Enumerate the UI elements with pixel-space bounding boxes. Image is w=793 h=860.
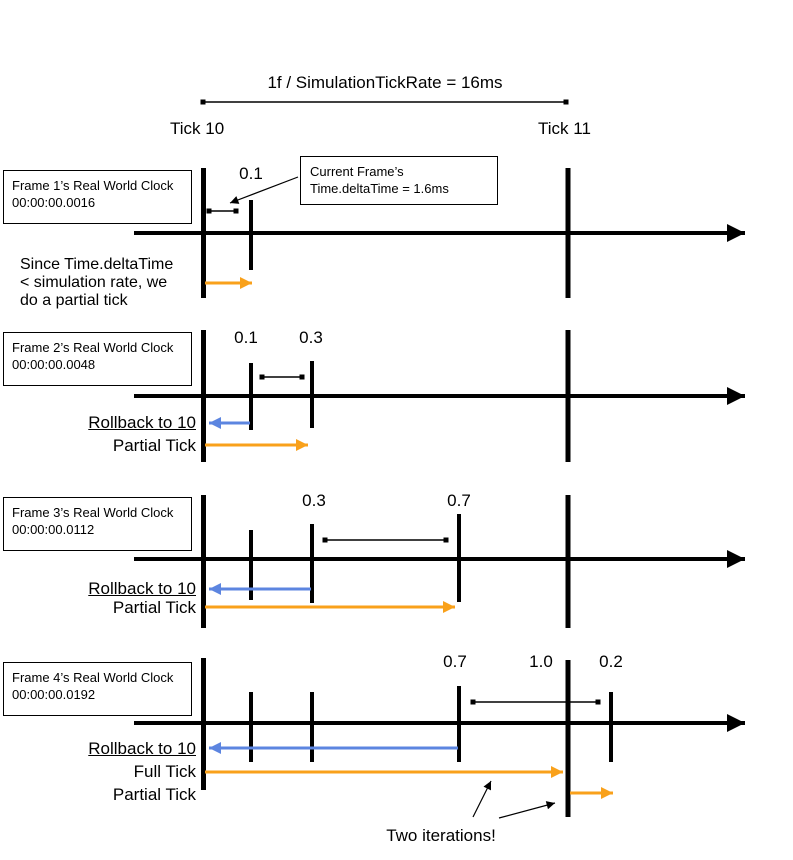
partial-tick-note: Since Time.deltaTime < simulation rate, … bbox=[20, 256, 173, 310]
frame-1-clock-time: 00:00:00.0016 bbox=[12, 195, 96, 210]
row4-partial-tick-label: Partial Tick bbox=[112, 785, 196, 804]
iteration-arrow-2 bbox=[498, 801, 556, 819]
header-formula: 1f / SimulationTickRate = 16ms bbox=[267, 73, 503, 92]
frame-3-clock-box: Frame 3’s Real World Clock 00:00:00.0112 bbox=[3, 497, 192, 551]
note-line-3: do a partial tick bbox=[20, 292, 128, 309]
frame-2-clock-title: Frame 2’s Real World Clock bbox=[12, 340, 174, 355]
frame-3-clock-time: 00:00:00.0112 bbox=[12, 522, 95, 537]
callout-line-2: Time.deltaTime = 1.6ms bbox=[310, 181, 449, 196]
row4-value-1-0: 1.0 bbox=[529, 652, 553, 671]
delta-measure bbox=[322, 537, 449, 543]
delta-measure bbox=[259, 374, 305, 380]
row3-value-0-3: 0.3 bbox=[302, 491, 326, 510]
tick-11-label: Tick 11 bbox=[538, 119, 591, 138]
frame-4-clock-time: 00:00:00.0192 bbox=[12, 687, 96, 702]
row4-value-0-2: 0.2 bbox=[599, 652, 623, 671]
tick-10-label: Tick 10 bbox=[170, 119, 225, 138]
row3-value-0-7: 0.7 bbox=[447, 491, 471, 510]
row-1-timeline bbox=[134, 168, 745, 298]
frame-2-clock-time: 00:00:00.0048 bbox=[12, 357, 96, 372]
row4-rollback-label: Rollback to 10 bbox=[88, 739, 196, 758]
row-3-timeline bbox=[134, 495, 745, 628]
row2-value-0-1: 0.1 bbox=[234, 328, 258, 347]
delta-measure bbox=[470, 699, 601, 705]
row3-partial-tick-label: Partial Tick bbox=[112, 598, 196, 617]
row2-partial-tick-label: Partial Tick bbox=[112, 436, 196, 455]
row1-value-0-1: 0.1 bbox=[239, 164, 263, 183]
row-2-timeline bbox=[134, 330, 745, 462]
row-4-timeline bbox=[134, 658, 745, 819]
iteration-arrow-1 bbox=[472, 780, 492, 818]
callout-arrow bbox=[229, 176, 299, 204]
frame-1-clock-box: Frame 1’s Real World Clock 00:00:00.0016 bbox=[3, 170, 192, 224]
row4-full-tick-label: Full Tick bbox=[133, 762, 196, 781]
frame-4-clock-box: Frame 4’s Real World Clock 00:00:00.0192 bbox=[3, 662, 192, 716]
row2-value-0-3: 0.3 bbox=[299, 328, 323, 347]
frame-3-clock-title: Frame 3’s Real World Clock bbox=[12, 505, 174, 520]
row3-rollback-label: Rollback to 10 bbox=[88, 579, 196, 598]
note-line-2: < simulation rate, we bbox=[20, 274, 168, 291]
delta-measure bbox=[206, 208, 239, 214]
frame-2-clock-box: Frame 2’s Real World Clock 00:00:00.0048 bbox=[3, 332, 192, 386]
callout-line-1: Current Frame’s bbox=[310, 164, 404, 179]
row4-value-0-7: 0.7 bbox=[443, 652, 467, 671]
header-measure-bar bbox=[200, 99, 569, 105]
row2-rollback-label: Rollback to 10 bbox=[88, 413, 196, 432]
deltatime-callout: Current Frame’s Time.deltaTime = 1.6ms bbox=[300, 156, 498, 205]
note-line-1: Since Time.deltaTime bbox=[20, 256, 174, 273]
frame-4-clock-title: Frame 4’s Real World Clock bbox=[12, 670, 174, 685]
two-iterations-label: Two iterations! bbox=[386, 826, 496, 845]
frame-1-clock-title: Frame 1’s Real World Clock bbox=[12, 178, 174, 193]
